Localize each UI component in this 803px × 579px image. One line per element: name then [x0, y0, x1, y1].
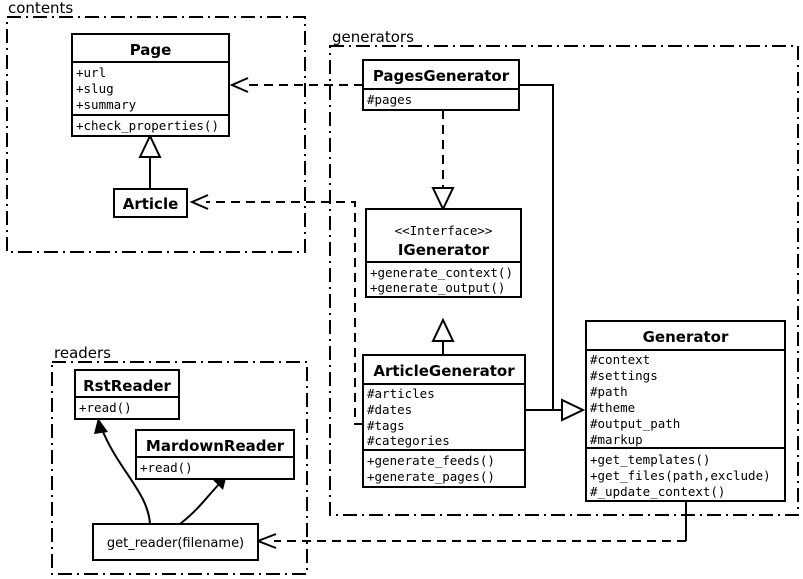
- class-generator-method: +get_files(path,exclude): [590, 468, 771, 483]
- class-pagesgenerator[interactable]: PagesGenerator #pages: [362, 59, 520, 111]
- class-articlegenerator-box: [362, 354, 526, 488]
- class-articlegenerator-attribute: #dates: [367, 402, 412, 417]
- class-igenerator[interactable]: <<Interface>> IGenerator +generate_conte…: [365, 208, 522, 298]
- package-generators-border: [329, 45, 799, 516]
- arrow-get_reader-mardownreader: [179, 474, 227, 525]
- package-generators-label: generators: [332, 28, 414, 46]
- class-page-attribute: +slug: [76, 81, 114, 96]
- class-articlegenerator-title: ArticleGenerator: [373, 362, 515, 380]
- package-generators: generators: [329, 28, 799, 516]
- function-get_reader[interactable]: get_reader(filename): [92, 523, 259, 561]
- class-articlegenerator-attribute: #tags: [367, 418, 405, 433]
- class-rstreader-title: RstReader: [83, 377, 171, 395]
- generalization-articlegenerator-igenerator: [431, 317, 455, 355]
- class-rstreader-box: [74, 369, 180, 420]
- class-rstreader[interactable]: RstReader +read(): [74, 369, 180, 420]
- class-rstreader-method: +read(): [79, 400, 132, 415]
- class-page[interactable]: Page +url +slug +summary +check_properti…: [71, 33, 230, 137]
- class-articlegenerator-method: +generate_pages(): [367, 469, 495, 484]
- realization-pagesgenerator-igenerator: [431, 110, 455, 212]
- class-articlegenerator[interactable]: ArticleGenerator #articles #dates #tags …: [362, 354, 526, 488]
- class-igenerator-method: +generate_output(): [370, 280, 505, 295]
- generalization-subgenerators-generator: [519, 84, 586, 422]
- package-contents-label: contents: [8, 0, 73, 17]
- class-page-title: Page: [130, 41, 172, 59]
- class-pagesgenerator-attribute: #pages: [367, 92, 412, 107]
- class-pagesgenerator-box: [362, 59, 520, 111]
- class-mardownreader-box: [135, 429, 295, 480]
- function-get_reader-label: get_reader(filename): [107, 536, 244, 551]
- class-page-attribute: +url: [76, 65, 106, 80]
- dependency-generator-get_reader: [255, 501, 687, 549]
- class-generator-attribute: #settings: [590, 368, 658, 383]
- class-article-title: Article: [123, 195, 179, 213]
- class-article-box: [113, 188, 188, 218]
- class-page-attribute: +summary: [76, 97, 137, 112]
- function-get_reader-box: [92, 523, 259, 561]
- class-mardownreader-method: +read(): [140, 460, 193, 475]
- class-igenerator-method: +generate_context(): [370, 265, 513, 280]
- package-readers: readers: [51, 344, 308, 575]
- class-articlegenerator-attribute: #articles: [367, 386, 435, 401]
- class-igenerator-box: [365, 208, 522, 298]
- class-generator[interactable]: Generator #context #settings #path #them…: [585, 320, 786, 502]
- dependency-articlegenerator-article: [189, 194, 363, 425]
- class-page-method: +check_properties(): [76, 118, 219, 133]
- class-generator-attribute: #markup: [590, 432, 643, 447]
- package-contents-border: [6, 16, 306, 253]
- class-pagesgenerator-title: PagesGenerator: [373, 67, 510, 85]
- class-articlegenerator-attribute: #categories: [367, 433, 450, 448]
- class-igenerator-stereotype: <<Interface>>: [395, 223, 493, 238]
- package-contents: contents: [6, 0, 306, 253]
- class-igenerator-title: IGenerator: [398, 241, 490, 259]
- class-article[interactable]: Article: [113, 188, 188, 218]
- class-mardownreader-title: MardownReader: [146, 437, 285, 455]
- class-articlegenerator-method: +generate_feeds(): [367, 453, 495, 468]
- class-generator-title: Generator: [643, 328, 729, 346]
- class-page-box: [71, 33, 230, 137]
- class-generator-method: #_update_context(): [590, 484, 725, 499]
- package-readers-label: readers: [54, 344, 111, 362]
- dependency-pagesgenerator-page: [229, 77, 363, 93]
- generalization-article-page: [138, 133, 162, 189]
- class-mardownreader[interactable]: MardownReader +read(): [135, 429, 295, 480]
- class-generator-method: +get_templates(): [590, 452, 710, 467]
- class-generator-attribute: #context: [590, 352, 650, 367]
- arrow-get_reader-rstreader: [94, 418, 151, 525]
- class-generator-attribute: #theme: [590, 400, 635, 415]
- class-generator-attribute: #path: [590, 384, 628, 399]
- class-generator-attribute: #output_path: [590, 416, 680, 431]
